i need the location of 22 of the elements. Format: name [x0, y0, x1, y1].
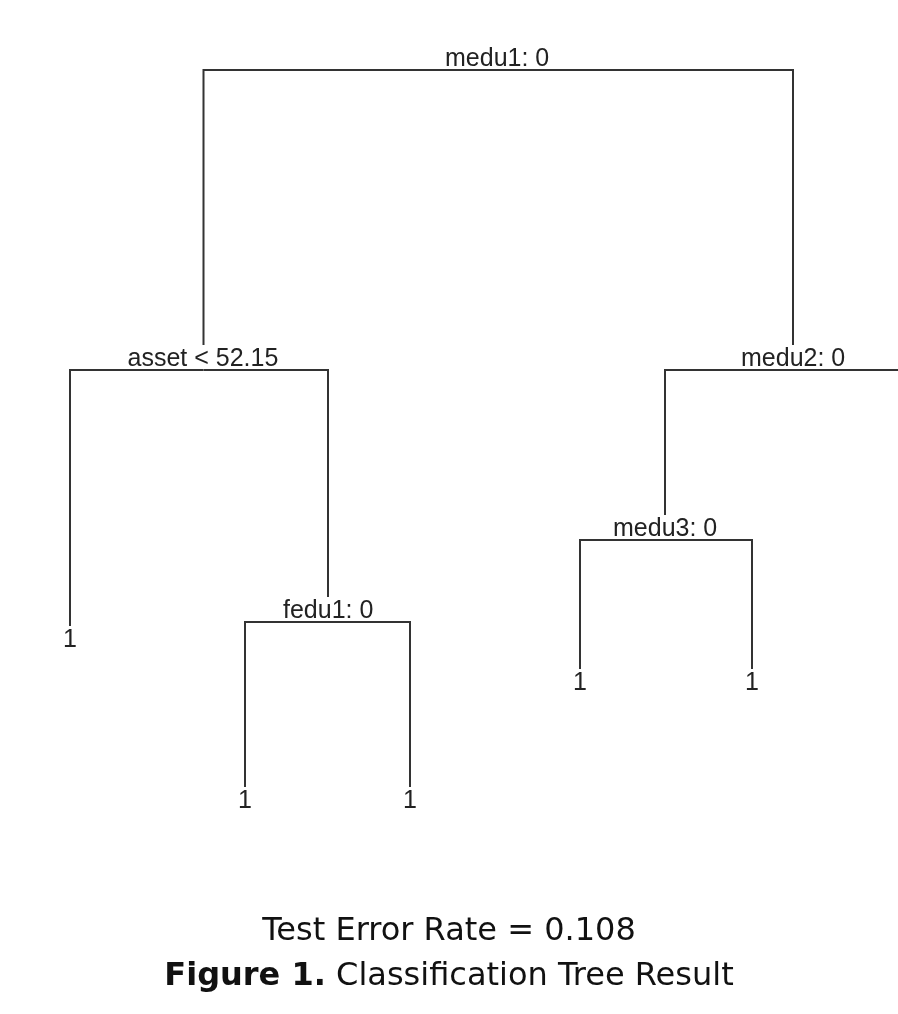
figure-caption: Figure 1. Classification Tree Result — [164, 955, 734, 993]
split-label: asset < 52.15 — [125, 345, 281, 370]
tree-branch — [202, 69, 498, 346]
split-label: medu1: 0 — [443, 45, 552, 70]
tree-branch — [579, 539, 666, 670]
leaf-label: 1 — [401, 787, 419, 812]
tree-branch — [792, 369, 898, 371]
tree-branch — [202, 369, 329, 598]
test-error-note: Test Error Rate = 0.108 — [262, 910, 636, 948]
split-label: medu3: 0 — [611, 515, 720, 540]
leaf-label: 1 — [743, 669, 761, 694]
tree-branch — [664, 539, 753, 670]
tree-branch — [69, 369, 205, 627]
leaf-label: 1 — [61, 626, 79, 651]
tree-branch — [496, 69, 794, 346]
leaf-label: 1 — [236, 787, 254, 812]
leaf-label: 1 — [571, 669, 589, 694]
tree-branch — [327, 621, 411, 788]
split-label: fedu1: 0 — [281, 597, 376, 622]
tree-branch — [244, 621, 329, 788]
tree-branch — [664, 369, 794, 516]
split-label: medu2: 0 — [739, 345, 848, 370]
